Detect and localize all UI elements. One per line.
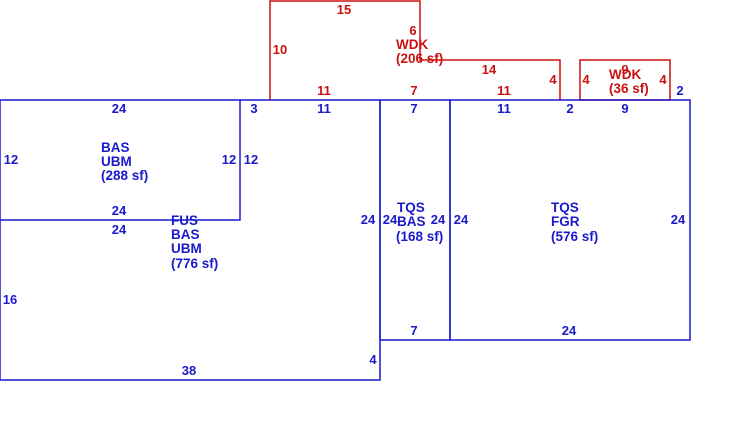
red-dimensions: 15 10 6 14 11 7 11 4 4 9 4 <box>273 2 668 98</box>
dim-red-4b: 4 <box>582 72 590 87</box>
dim-blue-12b: 12 <box>222 152 236 167</box>
dim-blue-7-top: 7 <box>410 101 417 116</box>
blue-dimensions: 24 3 11 7 11 2 9 2 12 12 12 24 24 24 24 … <box>3 83 686 378</box>
dim-blue-4: 4 <box>369 352 377 367</box>
dim-blue-12c: 12 <box>244 152 258 167</box>
dim-blue-24-bot: 24 <box>562 323 577 338</box>
dim-blue-2b: 2 <box>676 83 683 98</box>
dim-blue-38: 38 <box>182 363 196 378</box>
area-label-fus-776: FUS BAS UBM (776 sf) <box>171 213 218 271</box>
area-label-tqs-fgr-576: TQS FGR (576 sf) <box>551 200 598 244</box>
dim-blue-24-r5: 24 <box>671 212 686 227</box>
area-label-tqs-bas-168: TQS BAS (168 sf) <box>396 200 443 244</box>
dim-wdk-6: 6 <box>409 23 416 38</box>
dim-blue-24-r1: 24 <box>361 212 376 227</box>
dim-top-15: 15 <box>337 2 351 17</box>
dim-blue-16: 16 <box>3 292 17 307</box>
blue-outlines <box>0 99 691 381</box>
dim-red-11a: 11 <box>317 83 331 98</box>
dim-blue-24-mid1: 24 <box>112 203 127 218</box>
dim-blue-24-r4: 24 <box>454 212 469 227</box>
dim-blue-24-r3: 24 <box>431 212 446 227</box>
bas-288-outline <box>0 99 241 221</box>
dim-blue-11b: 11 <box>497 101 511 116</box>
dim-red-11b: 11 <box>497 83 511 98</box>
fus-776-outline <box>0 99 381 381</box>
dim-blue-9: 9 <box>621 101 628 116</box>
area-label-wdk-206: WDK (206 sf) <box>396 37 443 66</box>
tqs-fgr-576-outline <box>449 99 691 341</box>
dim-blue-3: 3 <box>250 101 257 116</box>
dim-blue-24-top: 24 <box>112 101 127 116</box>
dim-left-10: 10 <box>273 42 287 57</box>
wdk-206-outline <box>269 0 561 100</box>
dim-red-4a: 4 <box>549 72 557 87</box>
area-label-bas-288: BAS UBM (288 sf) <box>101 140 148 183</box>
dim-blue-11a: 11 <box>317 101 331 116</box>
dim-wdk-14: 14 <box>482 62 497 77</box>
dim-blue-12a: 12 <box>4 152 18 167</box>
dim-blue-2a: 2 <box>566 101 573 116</box>
dim-blue-24-mid2: 24 <box>112 222 127 237</box>
dim-blue-7-bot: 7 <box>410 323 417 338</box>
dim-red-7: 7 <box>410 83 417 98</box>
dim-red-4c: 4 <box>659 72 667 87</box>
area-labels: BAS UBM (288 sf) FUS BAS UBM (776 sf) TQ… <box>101 37 649 271</box>
dim-blue-24-r2: 24 <box>383 212 398 227</box>
area-label-wdk-36: WDK (36 sf) <box>609 67 649 96</box>
dim-red-9: 9 <box>621 62 628 77</box>
